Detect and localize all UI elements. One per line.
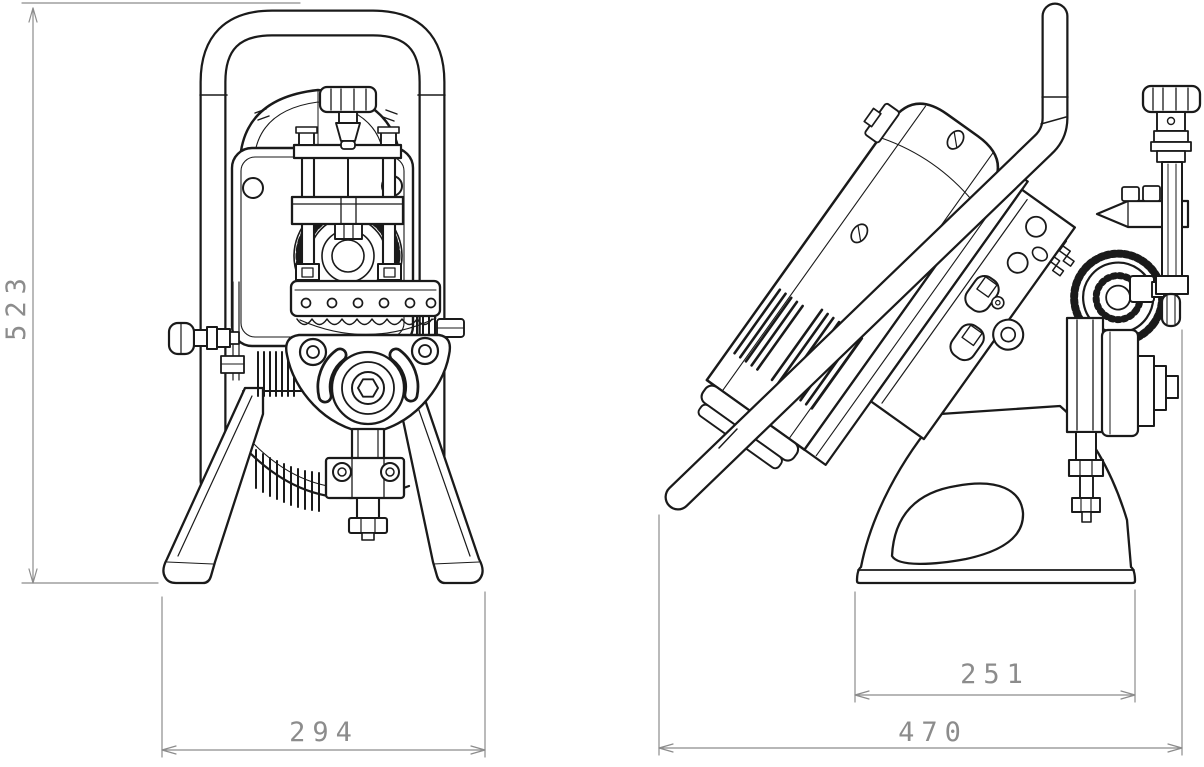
dimension-side-width: 251 xyxy=(854,589,1136,703)
handle-tube xyxy=(664,2,1069,511)
tripod-legs xyxy=(162,386,484,585)
lower-bracket xyxy=(324,427,406,541)
side-view xyxy=(664,2,1202,585)
dimension-label-side-width: 251 xyxy=(960,659,1030,690)
dimension-height: 523 xyxy=(1,2,301,584)
dimension-label-side-overall: 470 xyxy=(898,717,968,748)
motor-body xyxy=(697,102,1167,470)
dimension-label-height: 523 xyxy=(1,271,32,341)
dimension-annotations: 523 294 251 470 xyxy=(1,2,1183,758)
feed-valve-knob xyxy=(318,85,378,150)
bolt-bar xyxy=(289,279,465,338)
dimension-side-overall: 470 xyxy=(658,329,1183,756)
dimension-label-front-width: 294 xyxy=(289,717,359,748)
carry-handle xyxy=(199,9,446,495)
clamp-plate xyxy=(869,188,1076,441)
base-stand xyxy=(855,404,1137,585)
front-view xyxy=(162,9,484,585)
clamp-frame xyxy=(290,126,405,281)
side-knob xyxy=(167,281,245,381)
feed-screw-assembly xyxy=(1095,84,1202,328)
output-shaft-assembly xyxy=(1065,316,1179,523)
rocker-plate xyxy=(285,333,452,435)
dimension-front-width: 294 xyxy=(161,591,486,758)
